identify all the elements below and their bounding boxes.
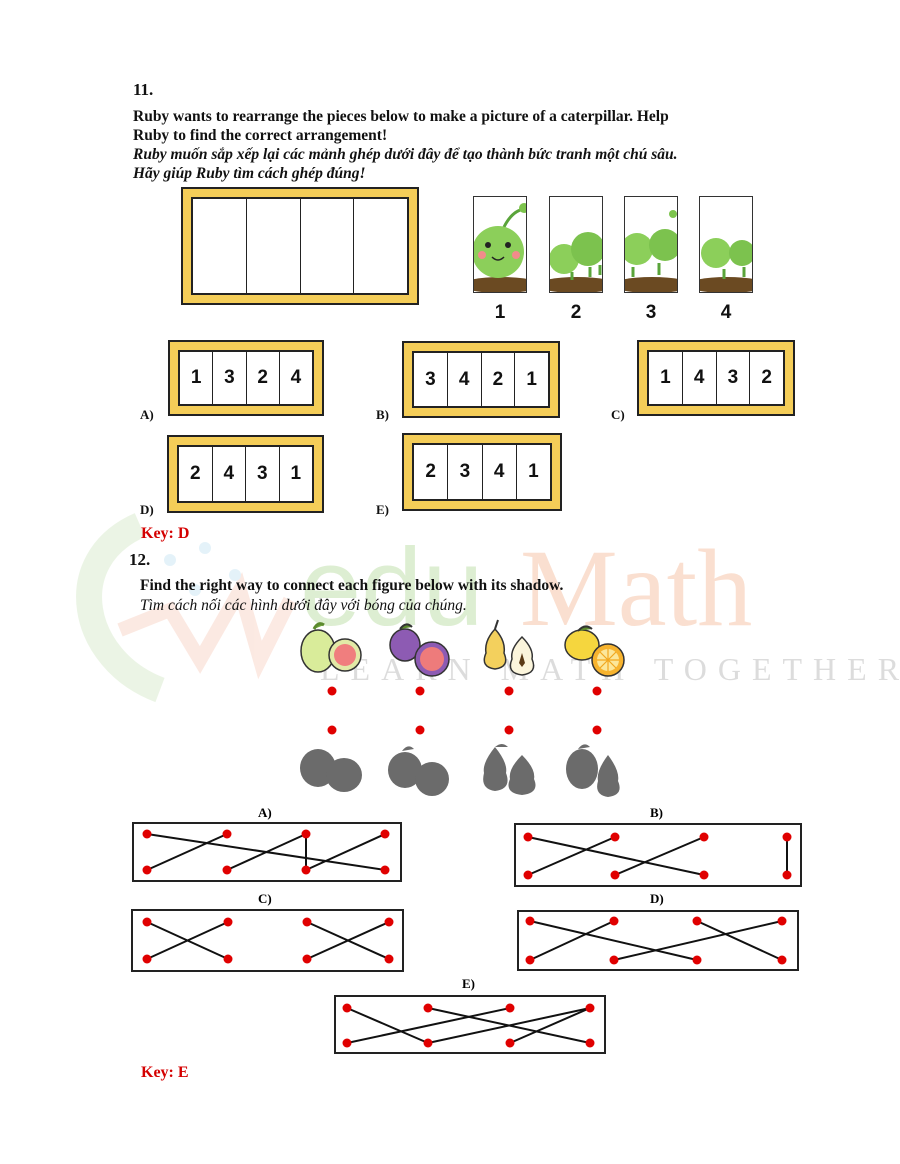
option-digit: 1	[278, 447, 313, 501]
option-digit: 1	[190, 367, 202, 388]
option-d-label: D)	[140, 502, 154, 517]
empty-puzzle-frame	[181, 187, 419, 305]
match-option-c-label: C)	[258, 891, 272, 906]
shadow-4-icon	[566, 744, 620, 797]
option-digit: 1	[515, 445, 550, 499]
question-12-number: 12.	[129, 550, 151, 569]
match-option-a-label: A)	[258, 805, 272, 820]
connection-dots	[327, 686, 602, 735]
option-a-frame[interactable]: 1 3 2 4	[168, 340, 324, 416]
caterpillar-head-icon	[474, 203, 526, 292]
option-c-frame[interactable]: 1 4 3 2	[637, 340, 795, 416]
match-option-e-box[interactable]	[334, 995, 606, 1054]
option-d-frame[interactable]: 2 4 3 1	[167, 435, 324, 513]
option-digit: 2	[425, 461, 436, 482]
match-option-b-box[interactable]	[514, 823, 802, 887]
caterpillar-piece-2	[549, 196, 603, 293]
option-b-frame[interactable]: 3 4 2 1	[402, 341, 560, 418]
shadow-1-icon	[300, 749, 362, 792]
option-e-label: E)	[376, 502, 389, 517]
piece-number-1: 1	[494, 302, 506, 323]
q12-text-line1: Find the right way to connect each figur…	[140, 577, 564, 594]
option-digit: 1	[514, 353, 548, 406]
empty-slot	[245, 199, 300, 293]
guava-icon	[300, 622, 362, 673]
option-digit: 1	[660, 367, 671, 388]
caterpillar-piece-4	[699, 196, 753, 293]
matching-options: A) B) C) D) E)	[131, 805, 802, 1054]
shadow-3-icon	[483, 744, 536, 795]
shadow-2-icon	[388, 746, 449, 796]
match-option-c-box[interactable]	[131, 909, 404, 972]
match-option-d-label: D)	[650, 891, 664, 906]
caterpillar-piece-1	[473, 196, 527, 293]
option-digit: 4	[446, 353, 481, 406]
option-digit: 2	[245, 352, 279, 404]
option-digit: 2	[480, 353, 515, 406]
fruit-shadows	[300, 744, 620, 797]
option-digit: 4	[481, 445, 516, 499]
option-digit: 4	[211, 447, 246, 501]
fig-icon	[389, 623, 450, 677]
watermark-edu: edu	[300, 526, 484, 649]
match-option-a-box[interactable]	[132, 822, 402, 882]
empty-slot	[299, 199, 354, 293]
option-digit: 2	[189, 463, 201, 484]
match-option-e-label: E)	[462, 976, 475, 991]
option-a-label: A)	[140, 407, 154, 422]
piece-number-2: 2	[570, 302, 582, 323]
q11-text-line4-vi: Hãy giúp Ruby tìm cách ghép đúng!	[133, 165, 366, 182]
match-option-d-box[interactable]	[517, 910, 799, 971]
piece-number-4: 4	[720, 302, 732, 323]
option-digit: 3	[425, 368, 436, 390]
q12-text-line2-vi: Tìm cách nối các hình dưới đây với bóng …	[140, 597, 467, 614]
question-11-number: 11.	[133, 80, 154, 99]
option-digit: 2	[749, 352, 783, 404]
q11-text-line3-vi: Ruby muốn sắp xếp lại các mảnh ghép dưới…	[133, 146, 678, 163]
caterpillar-body-icon	[550, 232, 602, 292]
option-digit: 3	[212, 352, 245, 404]
option-e-frame[interactable]: 2 3 4 1	[402, 433, 562, 511]
pear-icon	[483, 619, 535, 676]
caterpillar-tail-icon	[700, 238, 752, 292]
empty-slot	[353, 199, 407, 293]
option-digit: 4	[681, 352, 716, 404]
lemon-icon	[564, 625, 625, 677]
option-c-label: C)	[611, 407, 625, 422]
piece-number-3: 3	[645, 302, 657, 323]
q11-text-line2: Ruby to find the correct arrangement!	[133, 127, 388, 144]
watermark-math: Math	[520, 527, 752, 649]
option-b-label: B)	[376, 407, 389, 422]
empty-slot	[193, 199, 246, 293]
q11-text-line1: Ruby wants to rearrange the pieces below…	[133, 108, 669, 125]
fruit-matching-figure	[300, 619, 625, 797]
q12-answer-key: Key: E	[141, 1064, 189, 1081]
match-option-b-label: B)	[650, 805, 663, 820]
option-digit: 3	[447, 445, 481, 499]
caterpillar-body-icon	[625, 210, 677, 292]
option-digit: 3	[245, 447, 279, 501]
caterpillar-piece-3	[624, 196, 678, 293]
option-digit: 3	[715, 352, 750, 404]
q11-answer-key: Key: D	[141, 525, 190, 542]
option-digit: 4	[278, 352, 312, 404]
